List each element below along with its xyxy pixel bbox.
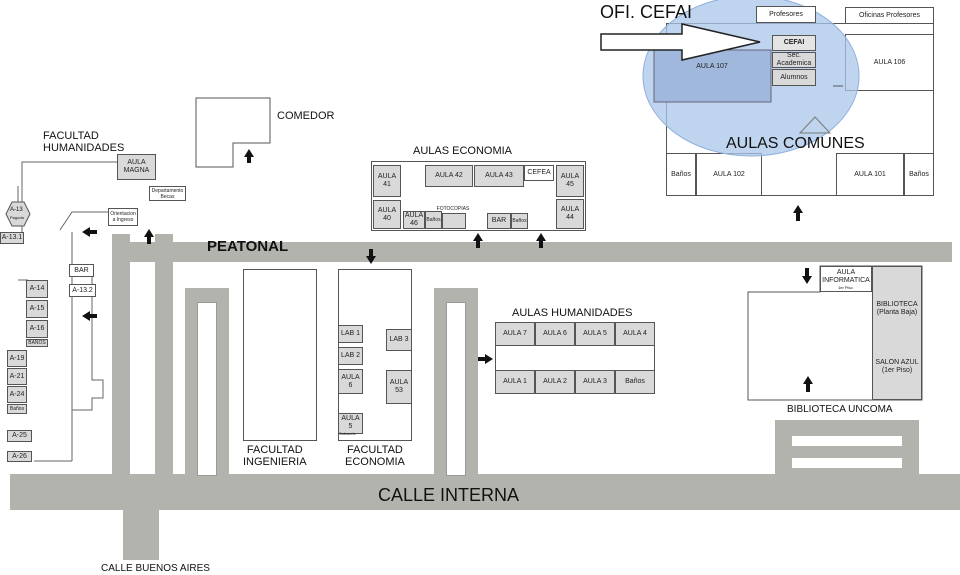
- room-aula41: AULA 41: [373, 165, 401, 197]
- aulas-economia-title: AULAS ECONOMIA: [413, 145, 513, 157]
- room-aula6-eco: AULA 6: [338, 369, 363, 394]
- room-aula40: AULA 40: [373, 200, 401, 229]
- room-banos-hum: Baños: [615, 370, 655, 394]
- aulas-humanidades-title: AULAS HUMANIDADES: [512, 307, 633, 319]
- room-salon-azul: SALON AZUL (1er Piso): [872, 335, 922, 400]
- room-aula45: AULA 45: [556, 165, 584, 197]
- room-aula3: AULA 3: [575, 370, 615, 394]
- ofi-cefai-label: OFI. CEFAI: [600, 2, 693, 22]
- room-aula6-hum: AULA 6: [535, 322, 575, 346]
- room-aula53: AULA 53: [386, 370, 412, 404]
- room-a14: A-14: [26, 280, 48, 298]
- room-sec-academica: Sec. Academica: [772, 52, 816, 68]
- room-aula102: AULA 102: [696, 153, 762, 196]
- room-aula107: AULA 107: [696, 63, 728, 70]
- aula-informatica-sub: 1er Piso: [838, 285, 853, 290]
- plaza-bench-1: [792, 436, 902, 446]
- room-bar-eco: BAR: [487, 213, 511, 229]
- room-fotocopias: FOTOCOPIAS: [436, 206, 470, 212]
- room-oficinas-profesores: Oficinas Profesores: [845, 7, 934, 24]
- peatonal-road: [112, 242, 952, 262]
- room-banos-lower: Baños: [7, 404, 27, 414]
- room-aula2: AULA 2: [535, 370, 575, 394]
- room-banos-left: Baños: [666, 153, 696, 196]
- room-aula42: AULA 42: [425, 165, 473, 187]
- room-bar: BAR: [69, 264, 94, 277]
- room-a19: A-19: [7, 350, 27, 367]
- room-profesores: Profesores: [756, 6, 816, 23]
- room-banos-eco1: Baños: [425, 211, 442, 229]
- room-aula-informatica: AULA INFORMATICA: [820, 266, 872, 292]
- ingenieria-path-inner: [197, 302, 217, 476]
- room-aula4: AULA 4: [615, 322, 655, 346]
- room-aula-magna: AULA MAGNA: [117, 154, 156, 180]
- room-aula101: AULA 101: [836, 153, 904, 196]
- room-a24: A-24: [7, 386, 27, 403]
- facultad-ingenieria-label: FACULTAD INGENIERIA: [243, 444, 307, 468]
- north-south-path-2: [155, 234, 173, 479]
- a13-label: A-13: [10, 207, 23, 213]
- room-depto-becas: Departamento Becas: [149, 186, 186, 201]
- room-lab1: LAB 1: [338, 325, 363, 343]
- room-banos-right: Baños: [904, 153, 934, 196]
- room-orientacion: Orientacion a Ingreso: [108, 208, 138, 226]
- room-a16: A-16: [26, 320, 48, 338]
- calle-interna-road: [10, 474, 960, 510]
- calle-buenos-aires-road: [123, 506, 159, 560]
- comedor-label: COMEDOR: [277, 110, 335, 122]
- economia-path-inner: [446, 302, 466, 476]
- room-a13-2: A-13.2: [69, 284, 96, 297]
- room-a25: A-25: [7, 430, 32, 442]
- aula5-sub-label: Subsuelo: [339, 431, 356, 436]
- peatonal-label: PEATONAL: [207, 238, 289, 255]
- room-aula5-eco: AULA 5: [338, 413, 363, 434]
- north-south-path-1: [112, 234, 130, 479]
- biblioteca-uncoma-label: BIBLIOTECA UNCOMA: [787, 404, 893, 415]
- room-alumnos: Alumnos: [772, 69, 816, 86]
- room-a21: A-21: [7, 368, 27, 385]
- room-aula7: AULA 7: [495, 322, 535, 346]
- room-lab2: LAB 2: [338, 347, 363, 365]
- a13-sub-label: Pagoda: [10, 215, 24, 220]
- room-fotocopias-box: [442, 213, 466, 229]
- room-aula43: AULA 43: [474, 165, 524, 187]
- facultad-economia-label: FACULTAD ECONOMIA: [345, 444, 405, 468]
- calle-interna-label: CALLE INTERNA: [378, 485, 520, 505]
- room-aula46: AULA 46: [403, 211, 425, 229]
- plaza-bench-2: [792, 458, 902, 468]
- room-a13-1: A-13.1: [0, 232, 24, 244]
- room-aula44: AULA 44: [556, 199, 584, 229]
- room-aula106: AULA 106: [845, 34, 934, 91]
- room-banos-eco2: Baños: [511, 213, 528, 229]
- room-aula1: AULA 1: [495, 370, 535, 394]
- room-lab3: LAB 3: [386, 329, 412, 351]
- room-a26: A-26: [7, 451, 32, 462]
- room-a15: A-15: [26, 300, 48, 318]
- facultad-ingenieria-building: [243, 269, 317, 441]
- room-aula5-hum: AULA 5: [575, 322, 615, 346]
- aulas-comunes-title: AULAS COMUNES: [726, 135, 865, 152]
- room-banos-upper: BAÑOS: [26, 339, 48, 347]
- facultad-humanidades-title: FACULTAD HUMANIDADES: [43, 130, 125, 154]
- room-cefai[interactable]: CEFAI: [772, 35, 816, 51]
- room-cefea: CEFEA: [524, 165, 554, 181]
- calle-buenos-aires-label: CALLE BUENOS AIRES: [101, 563, 210, 574]
